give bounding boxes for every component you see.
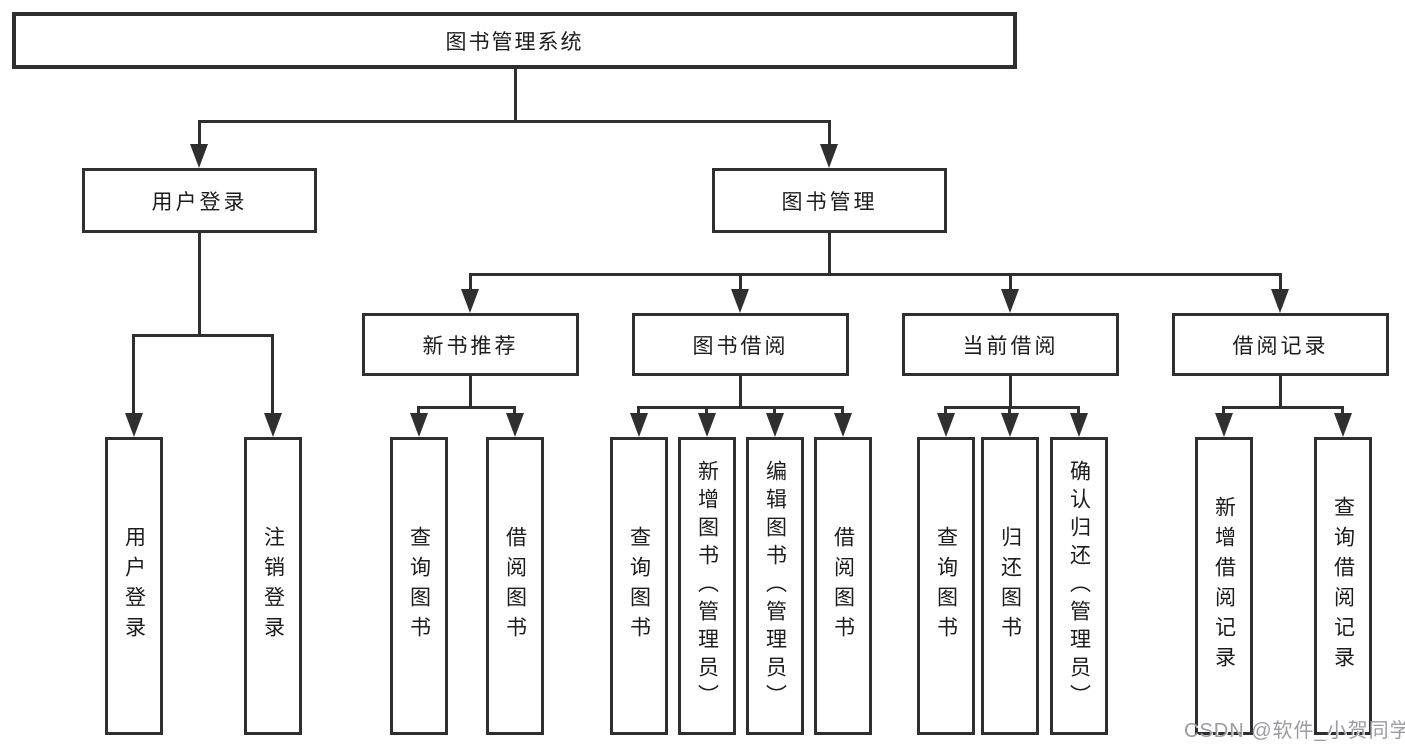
- connector-book-borrow-drop-3: [773, 406, 776, 416]
- connector-level2-drop-left: [198, 120, 201, 147]
- connector-new-book-stem: [469, 376, 472, 409]
- arrowhead-leaf-query-books-3: [937, 413, 955, 437]
- arrowhead-leaf-logout: [264, 413, 282, 437]
- connector-book-borrow-drop-1: [637, 406, 640, 416]
- leaf-add-book-admin: 新增图书（管理员）: [678, 437, 736, 735]
- arrowhead-leaf-borrow-books-1: [506, 413, 524, 437]
- connector-user-login-drop-1: [132, 334, 135, 416]
- leaf-query-borrow-record: 查询借阅记录: [1314, 437, 1372, 735]
- arrowhead-leaf-query-record: [1334, 413, 1352, 437]
- connector-current-borrow-stem: [1009, 376, 1012, 409]
- arrowhead-leaf-user-login: [125, 413, 143, 437]
- node-new-book-rec: 新书推荐: [362, 313, 579, 376]
- arrowhead-leaf-query-books-1: [410, 413, 428, 437]
- leaf-confirm-return-admin: 确认归还（管理员）: [1050, 437, 1108, 735]
- leaf-return-book: 归还图书: [981, 437, 1039, 735]
- arrowhead-book-borrow: [731, 289, 749, 313]
- csdn-watermark: CSDN @软件_小贺同学: [1184, 720, 1405, 742]
- connector-new-book-drop-1: [417, 406, 420, 416]
- leaf-borrow-books-1: 借阅图书: [486, 437, 544, 735]
- connector-borrow-records-drop-1: [1222, 406, 1225, 416]
- leaf-query-books-2: 查询图书: [610, 437, 668, 735]
- node-book-borrow: 图书借阅: [632, 313, 849, 376]
- connector-level2-rail: [198, 120, 831, 123]
- connector-level2-drop-right: [828, 120, 831, 147]
- connector-current-borrow-rail: [944, 406, 1080, 409]
- connector-borrow-records-rail: [1222, 406, 1344, 409]
- arrowhead-current-borrow: [1001, 289, 1019, 313]
- connector-borrow-records-stem: [1279, 376, 1282, 409]
- connector-book-borrow-drop-2: [705, 406, 708, 416]
- connector-borrow-records-drop-2: [1341, 406, 1344, 416]
- node-current-borrow: 当前借阅: [902, 313, 1119, 376]
- leaf-query-books-1: 查询图书: [390, 437, 448, 735]
- connector-level3-drop-4: [1279, 273, 1282, 291]
- connector-current-borrow-drop-2: [1008, 406, 1011, 416]
- arrowhead-leaf-add-book: [698, 413, 716, 437]
- node-book-mgmt: 图书管理: [712, 168, 947, 233]
- connector-current-borrow-drop-1: [944, 406, 947, 416]
- connector-book-borrow-rail: [637, 406, 844, 409]
- connector-user-login-drop-2: [271, 334, 274, 416]
- connector-level3-drop-2: [739, 273, 742, 291]
- connector-book-borrow-drop-4: [841, 406, 844, 416]
- connector-current-borrow-drop-3: [1077, 406, 1080, 416]
- leaf-user-login: 用户登录: [105, 437, 163, 735]
- leaf-logout: 注销登录: [244, 437, 302, 735]
- arrowhead-leaf-confirm-return: [1070, 413, 1088, 437]
- arrowhead-user-login: [190, 144, 208, 168]
- connector-root-stem: [514, 68, 517, 123]
- leaf-borrow-books-2: 借阅图书: [814, 437, 872, 735]
- arrowhead-borrow-records: [1271, 289, 1289, 313]
- connector-level3-rail: [469, 273, 1282, 276]
- arrowhead-new-book-rec: [461, 289, 479, 313]
- leaf-add-borrow-record: 新增借阅记录: [1195, 437, 1253, 735]
- arrowhead-book-mgmt: [820, 144, 838, 168]
- arrowhead-leaf-edit-book: [766, 413, 784, 437]
- node-user-login: 用户登录: [82, 168, 317, 233]
- arrowhead-leaf-borrow-books-2: [834, 413, 852, 437]
- connector-new-book-drop-2: [513, 406, 516, 416]
- leaf-query-books-3: 查询图书: [917, 437, 975, 735]
- connector-new-book-rail: [417, 406, 516, 409]
- connector-user-login-rail: [132, 334, 274, 337]
- connector-level3-drop-1: [469, 273, 472, 291]
- arrowhead-leaf-add-record: [1215, 413, 1233, 437]
- leaf-edit-book-admin: 编辑图书（管理员）: [746, 437, 804, 735]
- node-borrow-records: 借阅记录: [1172, 313, 1389, 376]
- connector-book-mgmt-stem: [828, 233, 831, 276]
- connector-book-borrow-stem: [739, 376, 742, 409]
- connector-user-login-stem: [198, 233, 201, 337]
- arrowhead-leaf-return-book: [1001, 413, 1019, 437]
- arrowhead-leaf-query-books-2: [630, 413, 648, 437]
- connector-level3-drop-3: [1009, 273, 1012, 291]
- node-root: 图书管理系统: [12, 12, 1017, 69]
